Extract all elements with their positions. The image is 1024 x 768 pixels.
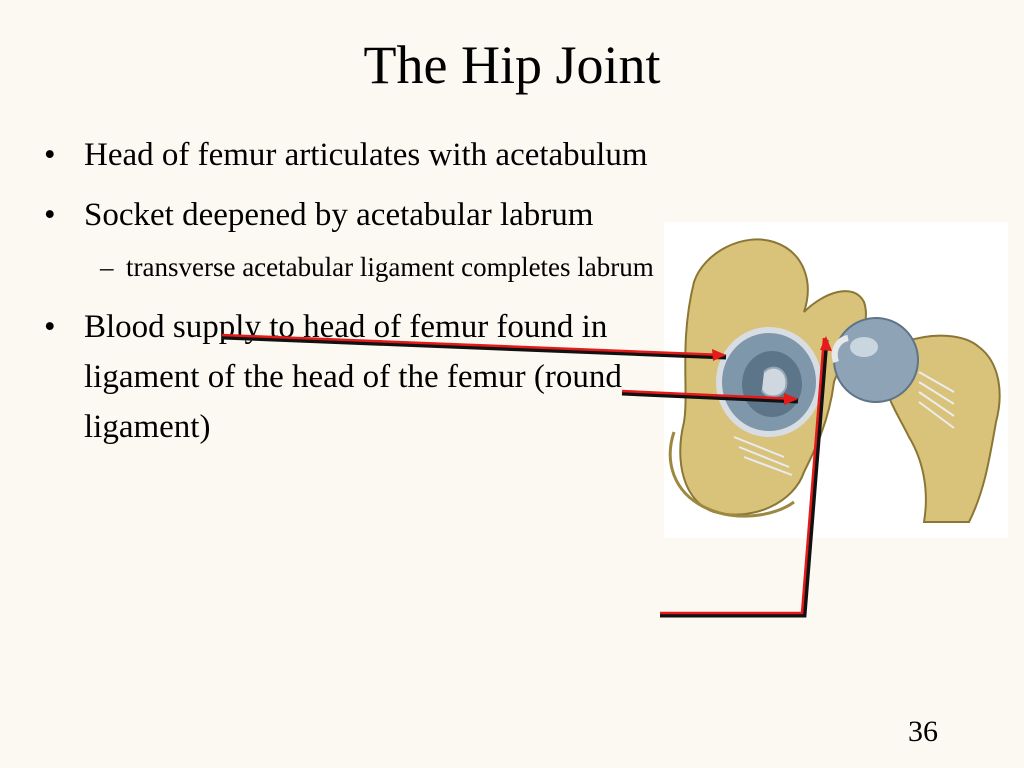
sub-bullet-text: transverse acetabular ligament completes… xyxy=(126,252,654,282)
bullet-dot-icon: • xyxy=(44,137,56,173)
hip-joint-illustration xyxy=(664,222,1008,538)
bullet-list: • Head of femur articulates with acetabu… xyxy=(44,130,654,462)
bullet-item: • Blood supply to head of femur found in… xyxy=(44,302,654,452)
bullet-dot-icon: • xyxy=(44,309,56,345)
slide-title: The Hip Joint xyxy=(363,35,661,95)
bullet-item: • Socket deepened by acetabular labrum xyxy=(44,190,654,240)
dash-icon: – xyxy=(100,252,114,282)
bullet-text: Blood supply to head of femur found in l… xyxy=(84,309,622,445)
sub-bullet-item: – transverse acetabular ligament complet… xyxy=(44,246,654,288)
bullet-item: • Head of femur articulates with acetabu… xyxy=(44,130,654,180)
bullet-dot-icon: • xyxy=(44,197,56,233)
bullet-text: Head of femur articulates with acetabulu… xyxy=(84,137,648,173)
bullet-text: Socket deepened by acetabular labrum xyxy=(84,197,594,233)
page-number: 36 xyxy=(908,715,938,748)
